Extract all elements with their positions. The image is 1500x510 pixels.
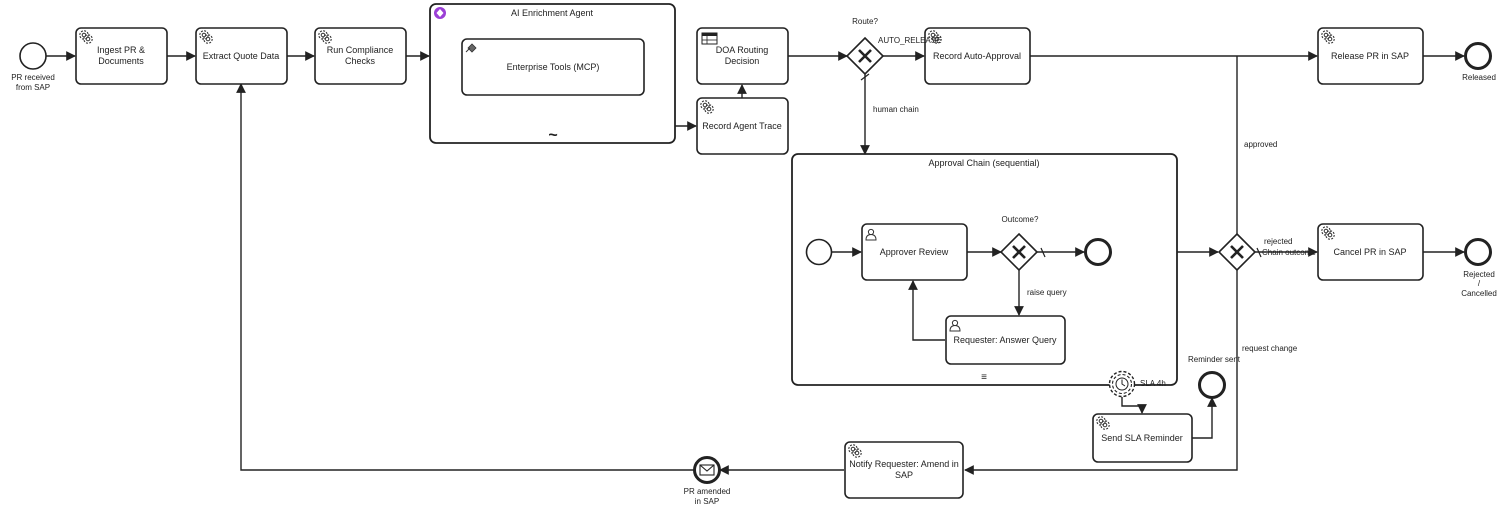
notify-label-2: SAP bbox=[895, 470, 913, 480]
end-event-rejected-label-2: / bbox=[1478, 279, 1481, 288]
sla-timer-event[interactable]: SLA 4h bbox=[1108, 370, 1166, 398]
approval-chain-subprocess[interactable]: Approval Chain (sequential) Approver Rev… bbox=[791, 153, 1178, 386]
answer-query-label: Requester: Answer Query bbox=[953, 335, 1057, 345]
task-compliance-label-2: Checks bbox=[345, 56, 376, 66]
tool-icon bbox=[465, 43, 477, 53]
task-doa-label-1: DOA Routing bbox=[716, 45, 769, 55]
task-extract-label: Extract Quote Data bbox=[203, 51, 280, 61]
task-doa-routing[interactable]: DOA Routing Decision bbox=[696, 27, 789, 85]
start-event-label-2: from SAP bbox=[16, 83, 50, 92]
task-ingest-label-2: Documents bbox=[98, 56, 144, 66]
enterprise-tools-label: Enterprise Tools (MCP) bbox=[507, 62, 600, 72]
end-event-rejected-label-1: Rejected bbox=[1463, 270, 1495, 279]
gateway-route-label: Route? bbox=[852, 17, 878, 26]
task-compliance-checks[interactable]: Run Compliance Checks bbox=[314, 27, 407, 85]
flow-label-request-change: request change bbox=[1242, 344, 1298, 353]
table-icon bbox=[701, 32, 718, 45]
task-record-agent-trace[interactable]: Record Agent Trace bbox=[696, 97, 789, 155]
pr-amended-label-2: in SAP bbox=[695, 497, 719, 506]
task-compliance-label-1: Run Compliance bbox=[327, 45, 394, 55]
task-send-sla-reminder[interactable]: Send SLA Reminder bbox=[1092, 413, 1193, 463]
task-extract-quote[interactable]: Extract Quote Data bbox=[195, 27, 288, 85]
gateway-route[interactable]: Route? bbox=[845, 17, 885, 76]
start-event[interactable]: PR received from SAP bbox=[11, 42, 55, 92]
sla-reminder-label: Send SLA Reminder bbox=[1101, 433, 1183, 443]
end-event-rejected[interactable]: Rejected / Cancelled bbox=[1461, 238, 1497, 299]
chain-start-event[interactable] bbox=[805, 238, 833, 266]
task-auto-approval-label: Record Auto-Approval bbox=[933, 51, 1021, 61]
end-event-pr-amended[interactable]: PR amended in SAP bbox=[684, 456, 731, 507]
flow-label-auto-release: AUTO_RELEASE bbox=[878, 36, 941, 45]
notify-label-1: Notify Requester: Amend in bbox=[849, 459, 959, 469]
ai-enrichment-agent[interactable]: AI Enrichment Agent Enterprise Tools (MC… bbox=[429, 3, 676, 144]
flow-label-raise-query: raise query bbox=[1027, 288, 1067, 297]
flow-label-rejected: rejected bbox=[1264, 237, 1292, 246]
approval-chain-title: Approval Chain (sequential) bbox=[928, 158, 1039, 168]
ai-agent-title: AI Enrichment Agent bbox=[511, 8, 594, 18]
end-event-reminder-sent[interactable]: Reminder sent bbox=[1188, 355, 1241, 399]
agent-badge-icon bbox=[434, 7, 446, 19]
sequential-marker-icon: ≡ bbox=[981, 372, 987, 383]
chain-end-event[interactable] bbox=[1084, 238, 1112, 266]
envelope-icon bbox=[699, 464, 715, 476]
flow-labels: AUTO_RELEASE human chain raise query app… bbox=[873, 36, 1316, 353]
task-record-auto-approval[interactable]: Record Auto-Approval bbox=[924, 27, 1031, 85]
task-enterprise-tools[interactable]: Enterprise Tools (MCP) bbox=[461, 38, 645, 96]
start-event-label-1: PR received bbox=[11, 73, 55, 82]
task-release-pr[interactable]: Release PR in SAP bbox=[1317, 27, 1424, 85]
x-icon bbox=[858, 49, 872, 63]
task-answer-query[interactable]: Requester: Answer Query bbox=[945, 315, 1066, 365]
x-icon bbox=[1012, 245, 1026, 259]
sequence-flows bbox=[46, 51, 1465, 475]
sla-timer-label: SLA 4h bbox=[1140, 379, 1166, 388]
flow-label-human-chain: human chain bbox=[873, 105, 919, 114]
task-agent-trace-label: Record Agent Trace bbox=[702, 121, 782, 131]
end-event-released-label: Released bbox=[1462, 73, 1496, 82]
task-notify-requester[interactable]: Notify Requester: Amend in SAP bbox=[844, 441, 964, 499]
flow-label-chain-outcome: Chain outcome bbox=[1262, 248, 1316, 257]
pr-amended-label-1: PR amended bbox=[684, 487, 731, 496]
task-approver-review[interactable]: Approver Review bbox=[861, 223, 968, 281]
gateway-outcome[interactable]: Outcome? bbox=[999, 215, 1039, 272]
flow-label-approved: approved bbox=[1244, 140, 1277, 149]
end-event-rejected-label-3: Cancelled bbox=[1461, 289, 1497, 298]
task-cancel-pr[interactable]: Cancel PR in SAP bbox=[1317, 223, 1424, 281]
task-release-label: Release PR in SAP bbox=[1331, 51, 1409, 61]
task-cancel-label: Cancel PR in SAP bbox=[1333, 247, 1406, 257]
adhoc-marker-icon: ~ bbox=[548, 127, 557, 144]
end-event-released[interactable]: Released bbox=[1462, 42, 1496, 83]
clock-icon bbox=[1115, 377, 1129, 391]
task-ingest-label-1: Ingest PR & bbox=[97, 45, 145, 55]
task-ingest-pr[interactable]: Ingest PR & Documents bbox=[75, 27, 168, 85]
gateway-outcome-label: Outcome? bbox=[1002, 215, 1039, 224]
gateway-chain-outcome[interactable] bbox=[1217, 232, 1257, 272]
x-icon bbox=[1230, 245, 1244, 259]
reminder-sent-label: Reminder sent bbox=[1188, 355, 1241, 364]
approver-review-label: Approver Review bbox=[880, 247, 949, 257]
task-doa-label-2: Decision bbox=[725, 56, 760, 66]
